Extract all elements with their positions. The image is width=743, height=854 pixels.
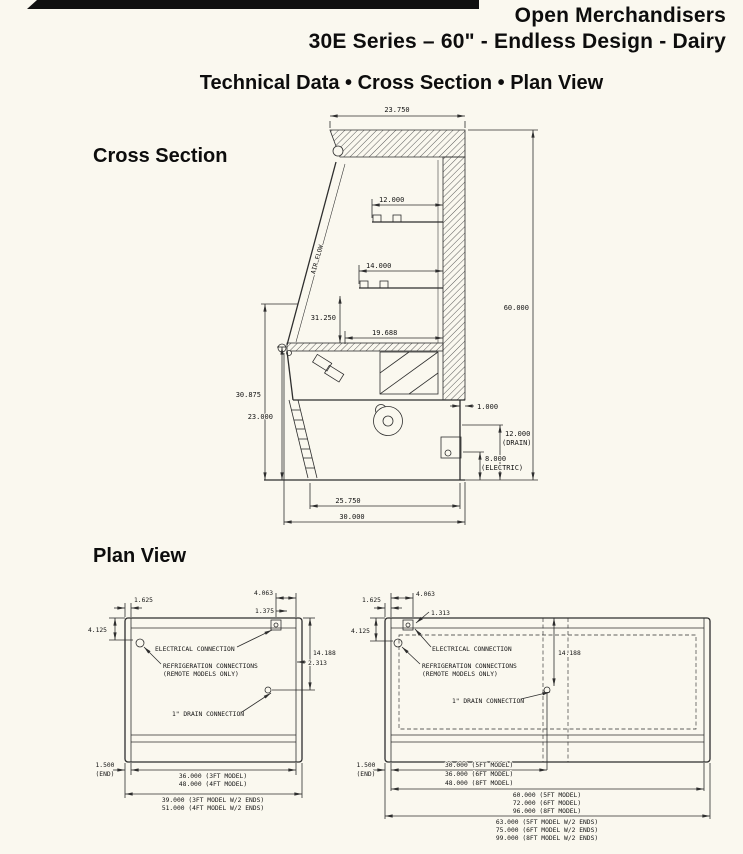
dim-electric-height: 8.000 — [485, 455, 506, 463]
top-black-bar — [27, 0, 479, 9]
case-outline — [384, 617, 711, 763]
remote-models-note: (REMOTE MODELS ONLY) — [422, 671, 498, 678]
dim-overall-6ft: 75.000 (6FT MODEL W/2 ENDS) — [496, 827, 598, 834]
plan-right-dimensions: 1.625 4.063 1.313 4.125 ELECTRICAL CONNE… — [350, 590, 711, 843]
plan-view-left-drawing: 1.625 4.063 1.375 4.125 ELECTRICAL CONNE… — [87, 589, 337, 813]
dim-rear-offset: 1.000 — [477, 403, 498, 411]
dim-center-5ft: 30.000 (5FT MODEL) — [445, 762, 513, 769]
plan-right-structure — [384, 617, 711, 763]
cross-structure: AIR FLOW — [264, 129, 466, 481]
electrical-connection-label: ELECTRICAL CONNECTION — [155, 646, 235, 653]
dim-drain-height: 12.000 — [505, 430, 530, 438]
front-grille — [288, 399, 309, 479]
electrical-connection-box — [270, 619, 282, 631]
electrical-connection-box — [402, 619, 414, 631]
light-fixture — [332, 145, 344, 157]
dim-drain-from-end: 2.313 — [308, 660, 327, 667]
plan-view-heading: Plan View — [93, 545, 187, 567]
page-title-line1: Open Merchandisers — [514, 4, 726, 27]
dim-electrical-offset: 4.063 — [254, 590, 273, 597]
dim-overall-5ft: 63.000 (5FT MODEL W/2 ENDS) — [496, 819, 598, 826]
dim-overall-3ft: 39.000 (3FT MODEL W/2 ENDS) — [162, 797, 264, 804]
dim-electrical-inset: 1.375 — [255, 608, 274, 615]
plan-left-dimensions: 1.625 4.063 1.375 4.125 ELECTRICAL CONNE… — [87, 589, 337, 813]
dim-length-6ft: 72.000 (6FT MODEL) — [513, 800, 581, 807]
dim-deck-depth: 19.688 — [372, 329, 397, 337]
dim-drain-from-back: 14.188 — [313, 650, 336, 657]
dim-refrig-offset: 4.125 — [88, 627, 107, 634]
plan-view-right-drawing: 1.625 4.063 1.313 4.125 ELECTRICAL CONNE… — [350, 590, 711, 843]
dim-end-width: 1.500 — [96, 762, 115, 769]
bottom-deck — [286, 342, 444, 352]
dim-overall-depth: 30.000 — [339, 513, 364, 521]
dim-end-thickness: 1.625 — [362, 597, 381, 604]
refrigeration-connections-label: REFRIGERATION CONNECTIONS — [163, 663, 258, 670]
canopy — [329, 129, 466, 158]
front-glass — [286, 161, 337, 346]
dim-base-depth: 25.750 — [335, 497, 360, 505]
refrigeration-connections-label: REFRIGERATION CONNECTIONS — [422, 663, 517, 670]
dim-end-width: 1.500 — [357, 762, 376, 769]
refrigeration-connection-port — [135, 638, 145, 648]
drain-note: (DRAIN) — [502, 439, 532, 447]
remote-models-note: (REMOTE MODELS ONLY) — [163, 671, 239, 678]
dim-electrical-offset: 4.063 — [416, 591, 435, 598]
dim-length-5ft: 60.000 (5FT MODEL) — [513, 792, 581, 799]
dim-overall-height: 60.000 — [504, 304, 529, 312]
dim-length-8ft: 96.000 (8FT MODEL) — [513, 808, 581, 815]
dim-center-6ft: 36.000 (6FT MODEL) — [445, 771, 513, 778]
cross-section-drawing: AIR FLOW 23.750 12.000 14.000 31.250 19.… — [235, 105, 538, 525]
dim-top-width: 23.750 — [384, 106, 409, 114]
dim-deck-height: 23.000 — [248, 413, 273, 421]
dim-interior-height: 31.250 — [311, 314, 336, 322]
fan — [373, 406, 403, 436]
dim-shelf1: 12.000 — [379, 196, 404, 204]
dim-center-8ft: 48.000 (8FT MODEL) — [445, 780, 513, 787]
refrigeration-connection-port — [393, 638, 403, 648]
dim-end-note: (END) — [357, 771, 376, 778]
dim-end-note: (END) — [96, 771, 115, 778]
dim-overall-4ft: 51.000 (4FT MODEL W/2 ENDS) — [162, 805, 264, 812]
page-title-line2: 30E Series – 60" - Endless Design - Dair… — [308, 29, 726, 53]
page-subtitle: Technical Data • Cross Section • Plan Vi… — [199, 72, 604, 94]
electrical-box — [440, 436, 462, 459]
electric-note: (ELECTRIC) — [481, 464, 523, 472]
back-wall — [442, 156, 466, 401]
dim-length-3ft: 36.000 (3FT MODEL) — [179, 773, 247, 780]
dim-overall-8ft: 99.000 (8FT MODEL W/2 ENDS) — [496, 835, 598, 842]
dim-front-height: 30.875 — [236, 391, 261, 399]
dim-shelf2: 14.000 — [366, 262, 391, 270]
dim-length-4ft: 48.000 (4FT MODEL) — [179, 781, 247, 788]
dim-end-thickness: 1.625 — [134, 597, 153, 604]
electrical-connection-label: ELECTRICAL CONNECTION — [432, 646, 512, 653]
cross-dimensions: 23.750 12.000 14.000 31.250 19.688 60.00… — [235, 105, 538, 525]
title-block: Open Merchandisers 30E Series – 60" - En… — [309, 3, 726, 54]
dim-drain-from-back: 14.188 — [558, 650, 581, 657]
drain-connection-label: 1" DRAIN CONNECTION — [172, 711, 244, 718]
cross-section-heading: Cross Section — [93, 145, 228, 167]
drain-connection-port — [264, 686, 272, 694]
dim-refrig-offset: 4.125 — [351, 628, 370, 635]
drain-connection-label: 1" DRAIN CONNECTION — [452, 698, 524, 705]
dim-electrical-inset: 1.313 — [431, 610, 450, 617]
